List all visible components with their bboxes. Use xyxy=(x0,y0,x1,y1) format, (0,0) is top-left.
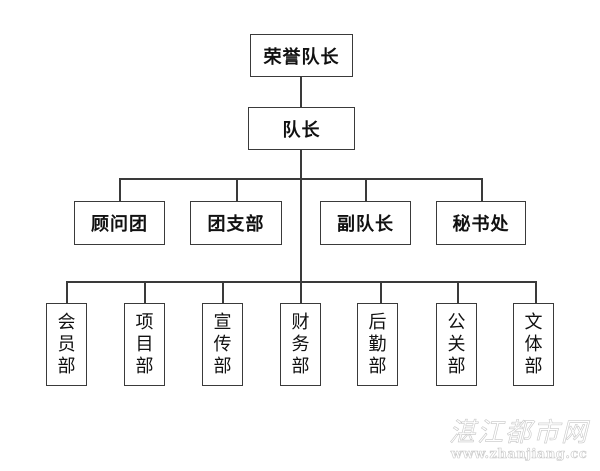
node-label: 副队长 xyxy=(337,214,394,235)
connector-level2-drop xyxy=(119,178,121,201)
node-label: 宣传部 xyxy=(213,311,232,377)
connector-leader-trunk xyxy=(300,150,302,303)
node-advisory-group: 顾问团 xyxy=(74,201,165,245)
node-label: 文体部 xyxy=(524,311,543,377)
node-label: 会员部 xyxy=(57,311,76,377)
node-label: 秘书处 xyxy=(452,214,510,235)
connector-level3-drop xyxy=(66,281,68,303)
node-vice-captain: 副队长 xyxy=(320,201,411,245)
node-label: 团支部 xyxy=(207,214,265,235)
node-member-dept: 会员部 xyxy=(46,303,87,386)
connector-level3-drop xyxy=(222,281,224,303)
node-label: 荣誉队长 xyxy=(263,46,340,68)
node-finance-dept: 财务部 xyxy=(280,303,321,386)
connector-level2-bar xyxy=(119,178,482,180)
connector-level3-drop xyxy=(144,281,146,303)
connector-level3-bar xyxy=(66,281,536,283)
node-honorary-captain: 荣誉队长 xyxy=(250,34,353,77)
node-label: 公关部 xyxy=(447,311,466,377)
watermark-site-name: 湛江都市网 xyxy=(448,418,589,449)
node-project-dept: 项目部 xyxy=(124,303,165,386)
connector-level3-drop xyxy=(457,281,459,303)
connector-level2-drop xyxy=(365,178,367,201)
connector-level2-drop xyxy=(481,178,483,201)
node-label: 队长 xyxy=(282,119,321,141)
node-label: 项目部 xyxy=(135,311,154,377)
connector-level3-drop xyxy=(380,281,382,303)
connector-level3-drop xyxy=(535,281,537,303)
node-recreation-dept: 文体部 xyxy=(513,303,554,386)
node-label: 财务部 xyxy=(291,311,310,377)
node-publicity-dept: 宣传部 xyxy=(202,303,243,386)
connector-top-to-leader xyxy=(300,76,302,107)
node-label: 顾问团 xyxy=(91,214,148,235)
watermark-url: www.zhanjiang.cc xyxy=(450,447,588,463)
connector-level2-drop xyxy=(236,178,238,201)
node-label: 后勤部 xyxy=(368,311,387,377)
node-pr-dept: 公关部 xyxy=(436,303,477,386)
node-secretariat: 秘书处 xyxy=(436,201,526,245)
node-logistics-dept: 后勤部 xyxy=(357,303,398,386)
watermark: 湛江都市网 www.zhanjiang.cc xyxy=(438,412,600,463)
node-captain: 队长 xyxy=(248,107,355,150)
node-league-branch: 团支部 xyxy=(190,201,282,245)
